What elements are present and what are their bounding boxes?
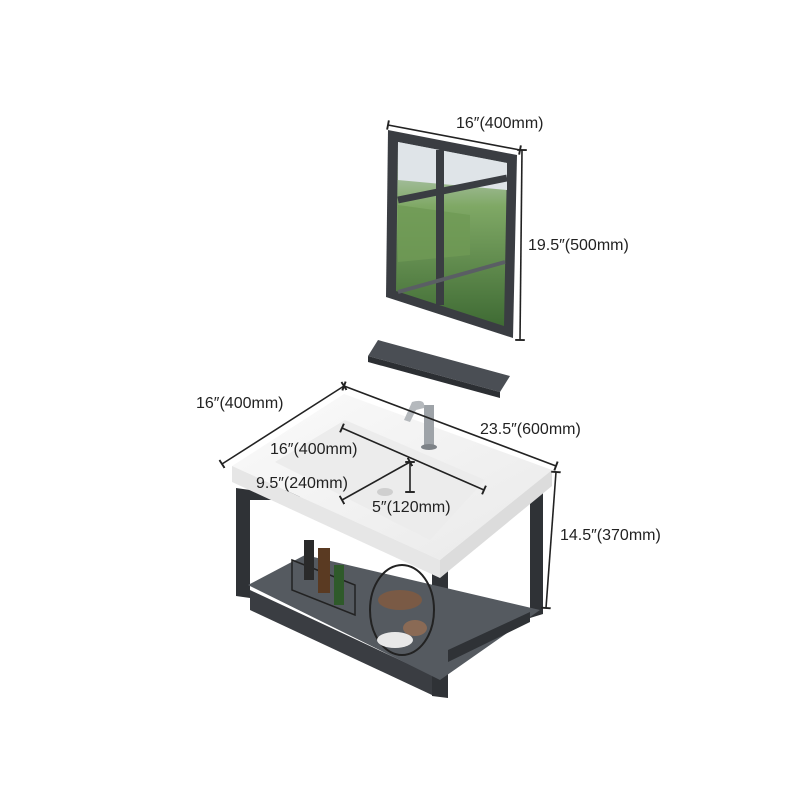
- towel-basket: [369, 564, 435, 656]
- vanity-height-line: [541, 470, 561, 610]
- vanity-height-label: 14.5″(370mm): [560, 527, 661, 544]
- vanity-depth-line: [218, 381, 348, 469]
- vanity-depth-label: 16″(400mm): [196, 395, 284, 412]
- mirror-width-line: [386, 120, 522, 155]
- vanity-width-label: 23.5″(600mm): [480, 421, 581, 438]
- dimension-lines: [218, 120, 561, 610]
- basin-width-label: 16″(400mm): [270, 441, 358, 458]
- basin-depth-line: [338, 457, 414, 505]
- bowl-depth-label: 5″(120mm): [372, 499, 451, 516]
- mirror-width-label: 16″(400mm): [456, 115, 544, 132]
- mirror: [386, 130, 517, 338]
- wall-shelf: [368, 340, 510, 398]
- mirror-height-line: [515, 148, 527, 342]
- basin-depth-label: 9.5″(240mm): [256, 475, 348, 492]
- storage-basket: [291, 540, 356, 617]
- mirror-height-label: 19.5″(500mm): [528, 237, 629, 254]
